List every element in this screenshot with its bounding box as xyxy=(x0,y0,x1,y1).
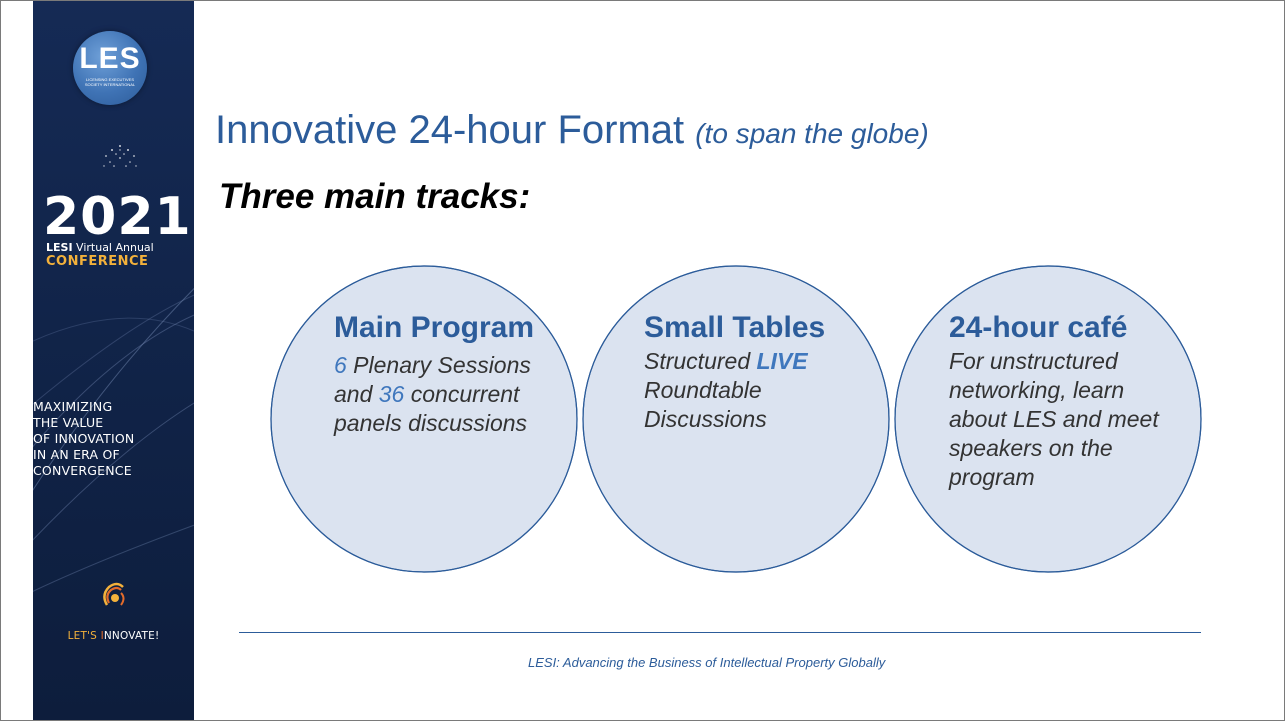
tagline-line: OF INNOVATION xyxy=(33,431,135,446)
body-text: concurrent xyxy=(404,381,520,407)
conference-line-1: LESI Virtual Annual xyxy=(46,241,194,254)
track-title: Main Program xyxy=(334,311,535,344)
title-italic: (to span the globe) xyxy=(695,118,929,149)
title-main: Innovative 24-hour Format xyxy=(215,108,696,152)
subtitle: Three main tracks: xyxy=(219,177,531,216)
lets-innovate: LET'S INNOVATE! xyxy=(33,630,194,642)
body-line: about LES and meet xyxy=(949,406,1159,432)
innovate-icon xyxy=(103,582,125,606)
body-text: and xyxy=(334,381,379,407)
les-logo: LES LICENSING EXECUTIVES SOCIETY INTERNA… xyxy=(73,31,147,105)
page-title: Innovative 24-hour Format (to span the g… xyxy=(215,108,929,153)
body-text: Structured xyxy=(644,348,757,374)
conference-lesi: LESI xyxy=(46,241,73,254)
lightbulb-icon xyxy=(103,145,137,167)
body-line: Structured LIVE xyxy=(644,347,825,376)
body-line: and 36 concurrent xyxy=(334,380,534,409)
logo-text: LES xyxy=(79,42,141,75)
innovate-lets: LET'S xyxy=(67,630,101,642)
concurrent-count: 36 xyxy=(378,381,405,407)
track-title: 24-hour café xyxy=(949,311,1128,344)
footer-divider xyxy=(239,632,1201,633)
sidebar-banner: LES LICENSING EXECUTIVES SOCIETY INTERNA… xyxy=(33,1,194,720)
body-line: Discussions xyxy=(644,406,767,432)
tagline: MAXIMIZING THE VALUE OF INNOVATION IN AN… xyxy=(33,399,193,479)
live-label: LIVE xyxy=(756,348,808,374)
track-small-tables: Small Tables Structured LIVE Roundtable … xyxy=(644,311,825,434)
conference-line-2: CONFERENCE xyxy=(46,254,149,269)
plenary-count: 6 xyxy=(334,352,347,378)
body-line: speakers on the xyxy=(949,435,1113,461)
body-line: panels discussions xyxy=(334,410,528,436)
logo-subtext: LICENSING EXECUTIVES SOCIETY INTERNATION… xyxy=(84,77,136,87)
track-cafe: 24-hour café For unstructured networking… xyxy=(949,311,1159,492)
body-line: Roundtable xyxy=(644,377,762,403)
decorative-curves xyxy=(33,287,194,592)
conference-virtual-annual: Virtual Annual xyxy=(72,241,154,254)
conference-year: 2021 xyxy=(43,187,192,247)
body-line: 6 Plenary Sessions xyxy=(334,351,534,380)
tagline-line: THE VALUE xyxy=(33,415,104,430)
innovate-rest: NNOVATE! xyxy=(103,630,160,642)
body-line: For unstructured xyxy=(949,348,1118,374)
tagline-line: IN AN ERA OF xyxy=(33,447,120,462)
body-text: Plenary Sessions xyxy=(346,352,531,378)
footer-text: LESI: Advancing the Business of Intellec… xyxy=(528,655,886,670)
body-line: program xyxy=(949,464,1035,490)
track-body: Structured LIVE Roundtable Discussions xyxy=(644,347,825,434)
body-line: networking, learn xyxy=(949,377,1125,403)
tagline-line: CONVERGENCE xyxy=(33,463,132,478)
track-body: For unstructured networking, learn about… xyxy=(949,347,1159,492)
track-title: Small Tables xyxy=(644,311,826,344)
innovate-i: I xyxy=(100,630,104,642)
track-main-program: Main Program 6 Plenary Sessions and 36 c… xyxy=(334,311,534,438)
track-body: 6 Plenary Sessions and 36 concurrent pan… xyxy=(334,351,534,438)
tagline-line: MAXIMIZING xyxy=(33,399,113,414)
